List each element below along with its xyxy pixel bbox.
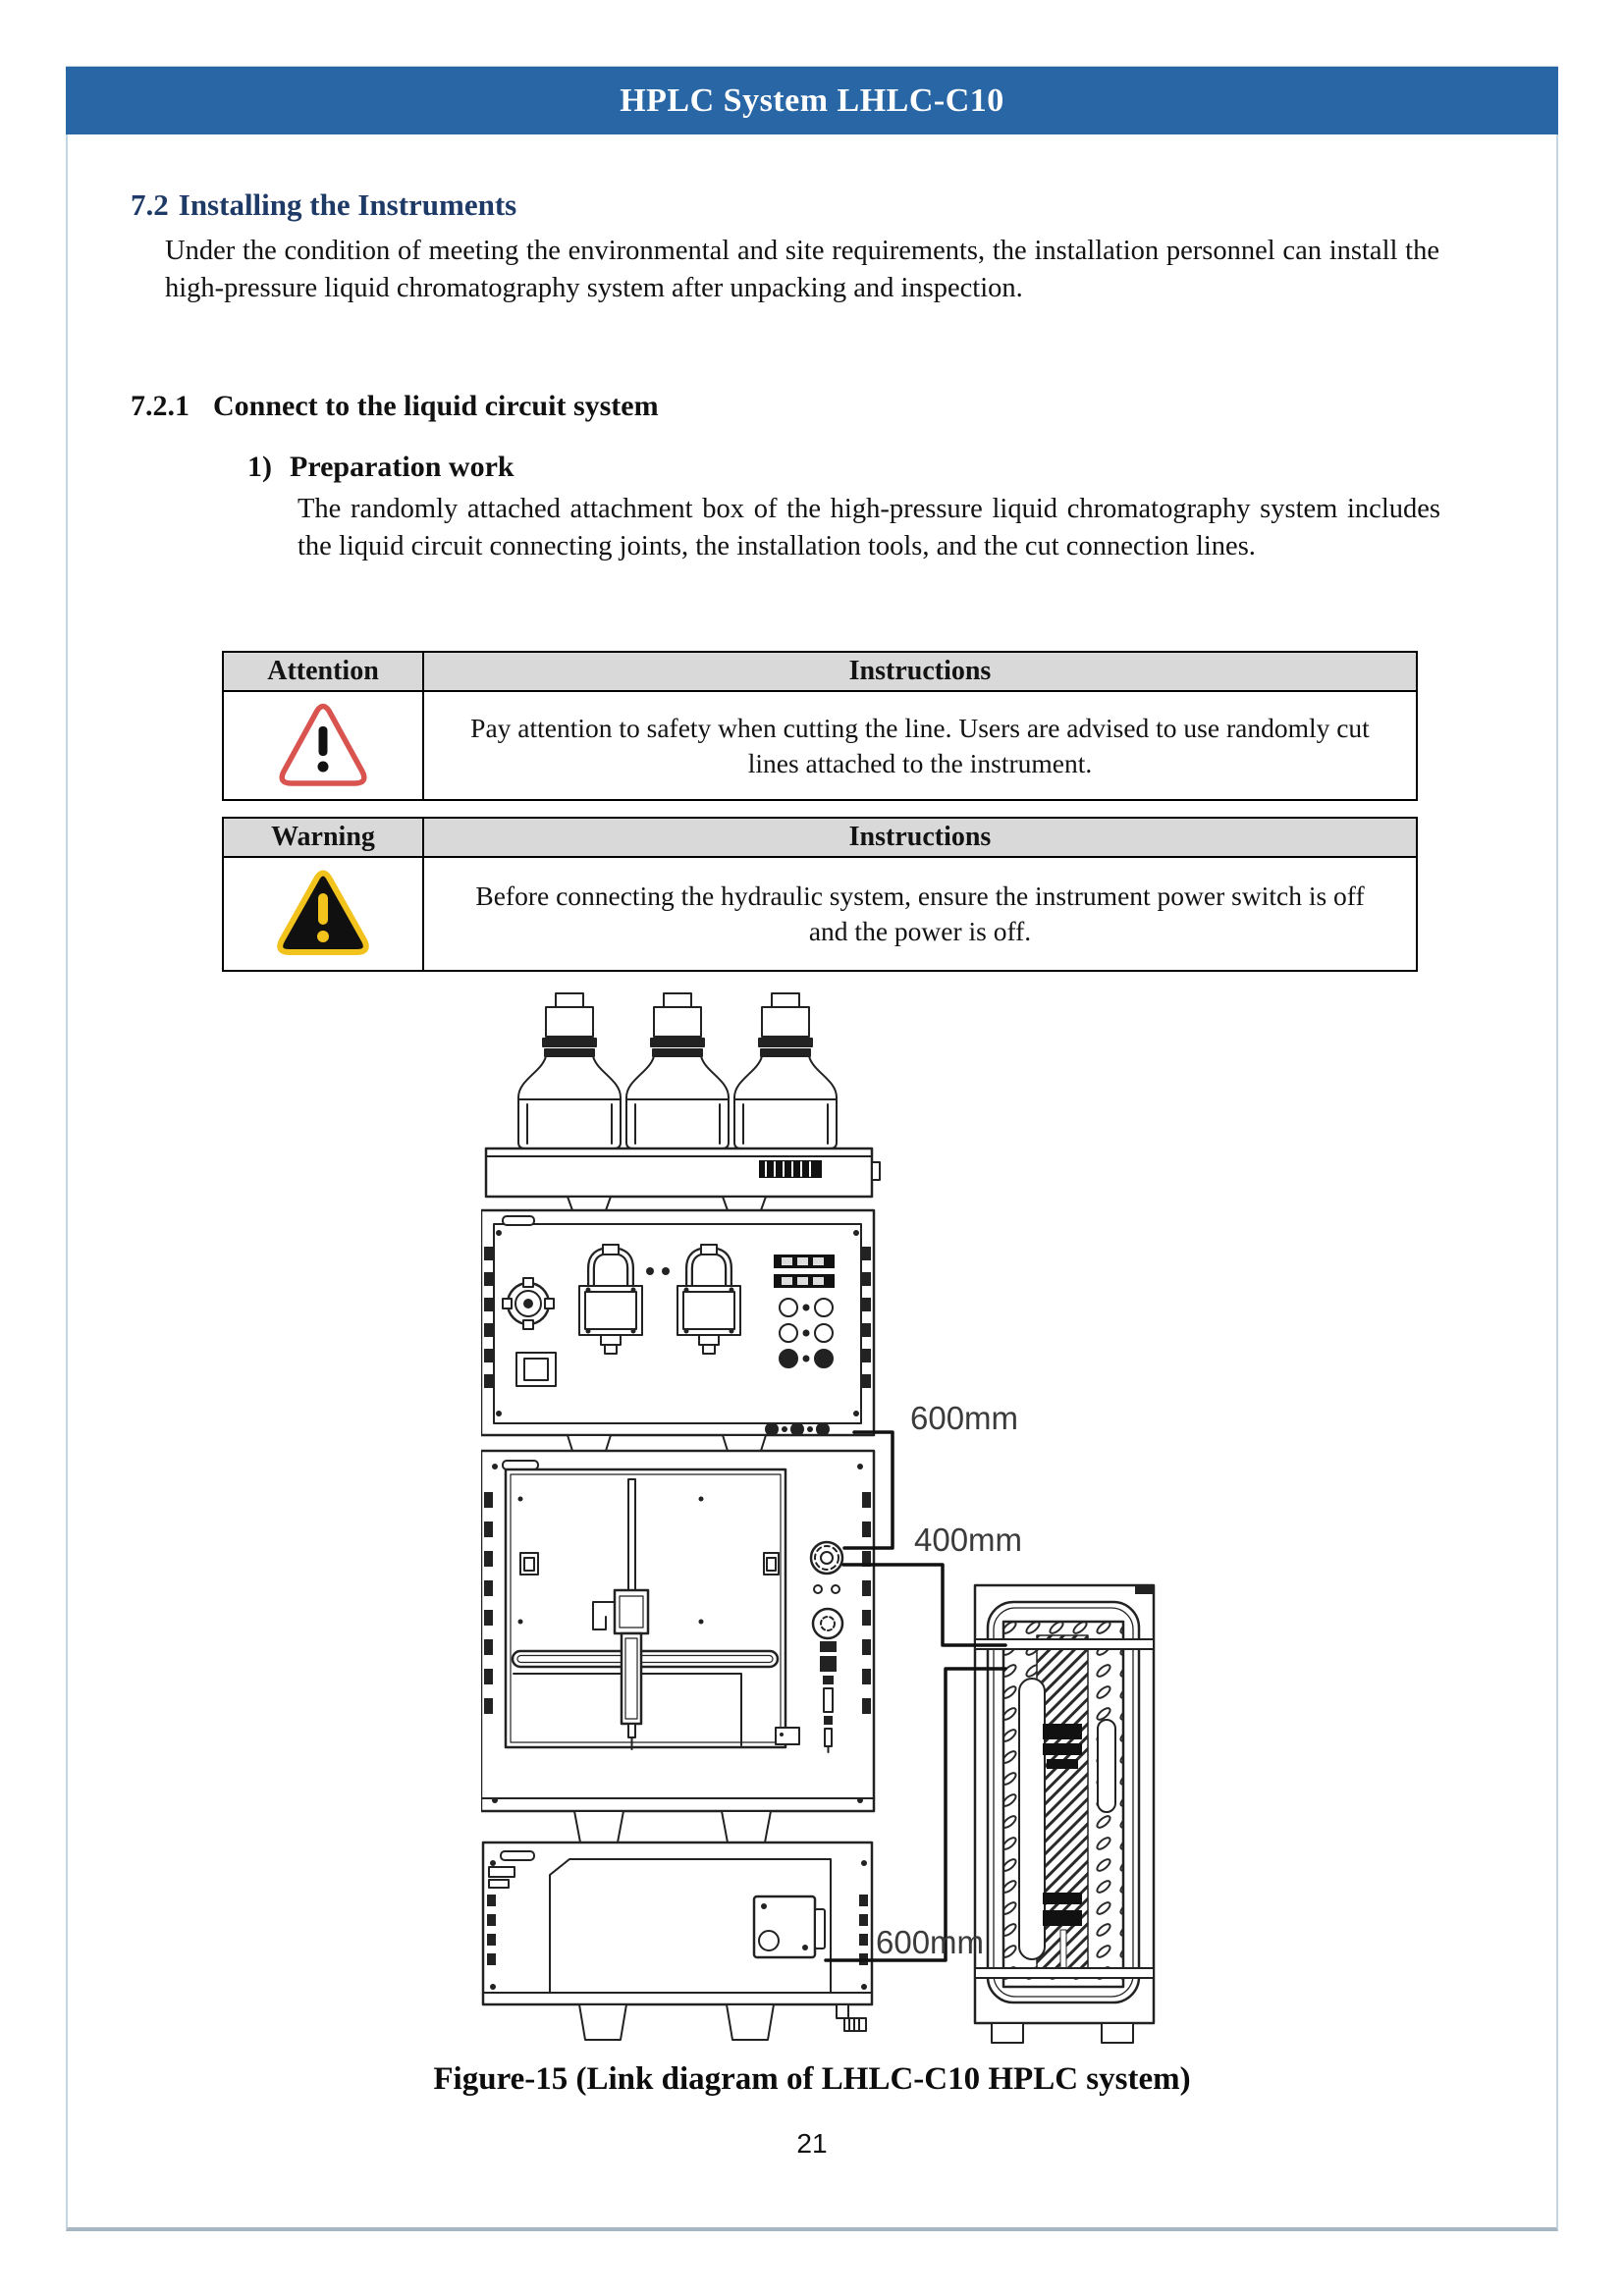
figure-caption: Figure-15 (Link diagram of LHLC-C10 HPLC…: [433, 2061, 1191, 2097]
list-item-heading-preparation: 1) Preparation work: [247, 451, 514, 484]
instructions-header-cell: Instructions: [848, 656, 992, 686]
pump-control-panel: [765, 1255, 835, 1436]
warning-label-cell: Warning: [224, 819, 424, 856]
warning-table-header-row: Warning Instructions: [224, 819, 1416, 858]
dimension-label-600mm-top: 600mm: [910, 1400, 1018, 1436]
section-7-2-paragraph: Under the condition of meeting the envir…: [165, 236, 1439, 303]
warning-triangle-icon: [277, 870, 369, 955]
instructions-header-cell: Instructions: [848, 822, 992, 852]
tubing-lines: [824, 1430, 1007, 1962]
warning-text-cell: Before connecting the hydraulic system, …: [424, 858, 1416, 970]
list-title: Preparation work: [290, 451, 514, 483]
attention-label-cell: Attention: [224, 653, 424, 690]
list-number: 1): [247, 451, 272, 483]
injection-valve: [809, 1540, 844, 1594]
attention-text-cell: Pay attention to safety when cutting the…: [424, 692, 1416, 799]
attention-table-body-row: Pay attention to safety when cutting the…: [224, 692, 1416, 799]
dimension-label-600mm-bottom: 600mm: [876, 1924, 984, 1960]
sample-tray-rail: [511, 1649, 780, 1669]
column-oven: [973, 1583, 1156, 2044]
attention-icon-cell: [224, 692, 424, 799]
autosampler-module: [479, 1449, 876, 1843]
pump-module: [479, 1208, 876, 1452]
tubing-pump-to-autosampler: [842, 1430, 894, 1550]
flow-cell-panel: [752, 1895, 826, 1959]
warning-table-body-row: Before connecting the hydraulic system, …: [224, 858, 1416, 970]
section-heading-7-2: 7.2 Installing the Instruments: [131, 187, 516, 223]
vent-slots: [484, 1492, 871, 1714]
warning-text: Before connecting the hydraulic system, …: [475, 881, 1365, 946]
warning-icon-cell: [224, 858, 424, 970]
page-header-bar: HPLC System LHLC-C10: [66, 67, 1558, 134]
page-number: 21: [796, 2128, 828, 2159]
hplc-column: [1018, 1678, 1046, 1960]
dimension-label-400mm: 400mm: [914, 1522, 1022, 1558]
purge-valve: [502, 1277, 555, 1330]
attention-table: Attention Instructions Pay attention to …: [222, 651, 1418, 801]
tubing-column-to-detector: [824, 1667, 1007, 1962]
purge-valve-2: [811, 1607, 844, 1640]
drain-fitting: [836, 2003, 867, 2032]
tubing-autosampler-to-column: [841, 1563, 1007, 1647]
vent-slots: [484, 1247, 871, 1388]
detector-module: [481, 1841, 874, 2041]
solvent-tray: [484, 1147, 881, 1211]
section-title: Installing the Instruments: [178, 187, 517, 222]
section-heading-7-2-1: 7.2.1 Connect to the liquid circuit syste…: [131, 390, 659, 423]
guard-column: [1097, 1719, 1116, 1813]
section-number: 7.2.1: [131, 390, 189, 422]
warning-table: Warning Instructions Before connecting t…: [222, 817, 1418, 972]
attention-table-header-row: Attention Instructions: [224, 653, 1416, 692]
hplc-link-diagram: 600mm 400mm 600mm: [479, 992, 1156, 2044]
needle-assembly: [592, 1478, 650, 1750]
attention-triangle-icon: [279, 703, 367, 786]
section-number: 7.2: [131, 187, 169, 222]
document-title: HPLC System LHLC-C10: [620, 82, 1004, 119]
preparation-paragraph: The randomly attached attachment box of …: [298, 494, 1440, 561]
figure-15: 600mm 400mm 600mm: [479, 991, 1168, 2052]
solvent-bottles: [517, 992, 838, 1149]
section-title: Connect to the liquid circuit system: [213, 390, 659, 422]
syringe-column: [820, 1641, 837, 1753]
attention-text: Pay attention to safety when cutting the…: [470, 712, 1370, 778]
